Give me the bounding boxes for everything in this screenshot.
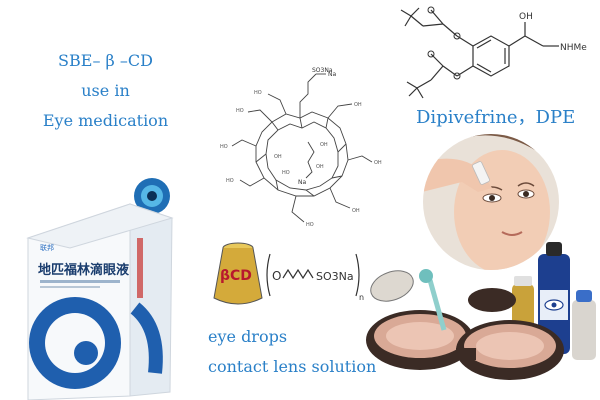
box-product-name: 地匹福林滴眼液 — [38, 262, 129, 278]
dipivefrine-structure: OH NHMe — [400, 6, 587, 99]
hydroxyl-label: OH — [519, 12, 533, 22]
heading-line-3: Eye medication — [42, 111, 169, 130]
contact-lens-case-photo — [366, 242, 596, 380]
heading-line-1: SBE– β –CD — [58, 51, 153, 70]
beta-cd-cartoon: βCD O SO3Na n — [213, 242, 364, 305]
amine-label: NHMe — [560, 43, 587, 53]
svg-text:OH: OH — [316, 164, 324, 170]
uses-line-1: eye drops — [208, 327, 288, 346]
svg-text:HO: HO — [282, 170, 290, 176]
drug-name-label: Dipivefrine，DPE — [416, 107, 576, 128]
sodium-mid-label: Na — [298, 179, 306, 186]
svg-text:OH: OH — [354, 102, 362, 108]
beta-cd-label: βCD — [220, 268, 252, 284]
cartoon-subscript-label: n — [359, 293, 364, 302]
svg-text:OH: OH — [374, 160, 382, 166]
sulfonate-top-label: SO3Na — [312, 67, 333, 74]
svg-text:HO: HO — [236, 108, 244, 114]
eye-drop-application-photo — [423, 134, 559, 270]
svg-text:HO: HO — [220, 144, 228, 150]
sodium-top-label: Na — [328, 71, 336, 78]
heading: SBE– β –CD use in Eye medication — [28, 46, 183, 136]
svg-text:HO: HO — [254, 90, 262, 96]
svg-text:HO: HO — [306, 222, 314, 228]
eye-drop-box-image: 联邦 地匹福林滴眼液 — [26, 178, 174, 400]
svg-text:O: O — [272, 269, 281, 283]
svg-text:OH: OH — [320, 142, 328, 148]
cartoon-chain-end-label: SO3Na — [316, 270, 354, 283]
svg-text:OH: OH — [274, 154, 282, 160]
svg-text:OH: OH — [352, 208, 360, 214]
heading-line-2: use in — [81, 81, 130, 100]
svg-text:HO: HO — [226, 178, 234, 184]
uses-text: eye drops contact lens solution — [208, 322, 376, 382]
uses-line-2: contact lens solution — [208, 357, 377, 376]
sbe-cyclodextrin-structure: HO OH OH OH HO HO HO HO OH OH HO OH SO3Na Na N… — [220, 67, 382, 228]
box-brand-label: 联邦 — [40, 243, 54, 252]
